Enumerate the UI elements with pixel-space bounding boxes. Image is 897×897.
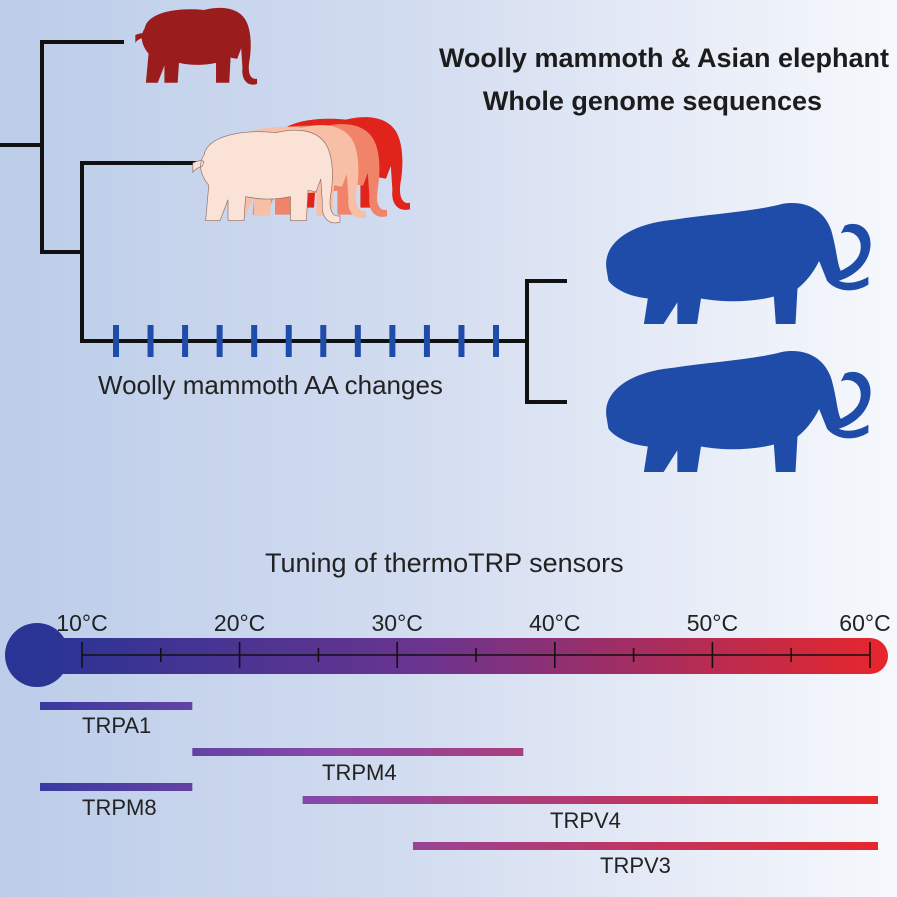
thermometer-tick-label: 60°C [839,610,891,636]
aa-change-tick [147,325,154,357]
aa-change-tick [458,325,465,357]
thermometer [5,623,888,687]
african-elephant-icon [135,7,258,85]
woolly-mammoth-icon [606,350,871,473]
thermometer-tick-label: 40°C [529,610,581,636]
aa-change-tick [389,325,396,357]
sensor-bar-trpv3 [412,842,878,850]
aa-change-tick [320,325,327,357]
sensor-bar-trpm4 [192,748,524,756]
thermometer-tick-label: 50°C [686,610,739,636]
branch-label: Woolly mammoth AA changes [98,370,443,400]
thermometer-tick-label: 30°C [371,610,423,636]
aa-change-tick [251,325,258,357]
sensor-label-trpv4: TRPV4 [550,808,621,833]
thermometer-tick-label: 20°C [213,610,266,636]
aa-change-tick [493,325,499,357]
aa-change-tick [285,325,292,357]
thermometer-title: Tuning of thermoTRP sensors [265,548,624,578]
sensor-bar-trpa1 [40,702,193,710]
aa-change-tick [113,325,119,357]
sensor-label-trpv3: TRPV3 [600,853,671,878]
woolly-mammoth-icon [606,202,871,325]
aa-change-tick [354,325,361,357]
asian-elephant-icon [192,117,410,224]
sensor-bar-trpv4 [302,796,878,804]
aa-change-tick [216,325,223,357]
aa-change-ticks [113,325,499,357]
aa-change-tick [423,325,430,357]
title-line-2: Whole genome sequences [482,86,822,116]
phylogenetic-tree [0,40,567,404]
sensor-label-trpm4: TRPM4 [322,760,397,785]
sensor-bar-trpm8 [40,783,193,791]
title-line-1: Woolly mammoth & Asian elephant [438,43,889,73]
thermometer-tick-label: 10°C [56,610,108,636]
aa-change-tick [182,325,189,357]
sensor-bars [40,702,878,850]
sensor-label-trpm8: TRPM8 [82,795,157,820]
sensor-label-trpa1: TRPA1 [82,713,152,738]
